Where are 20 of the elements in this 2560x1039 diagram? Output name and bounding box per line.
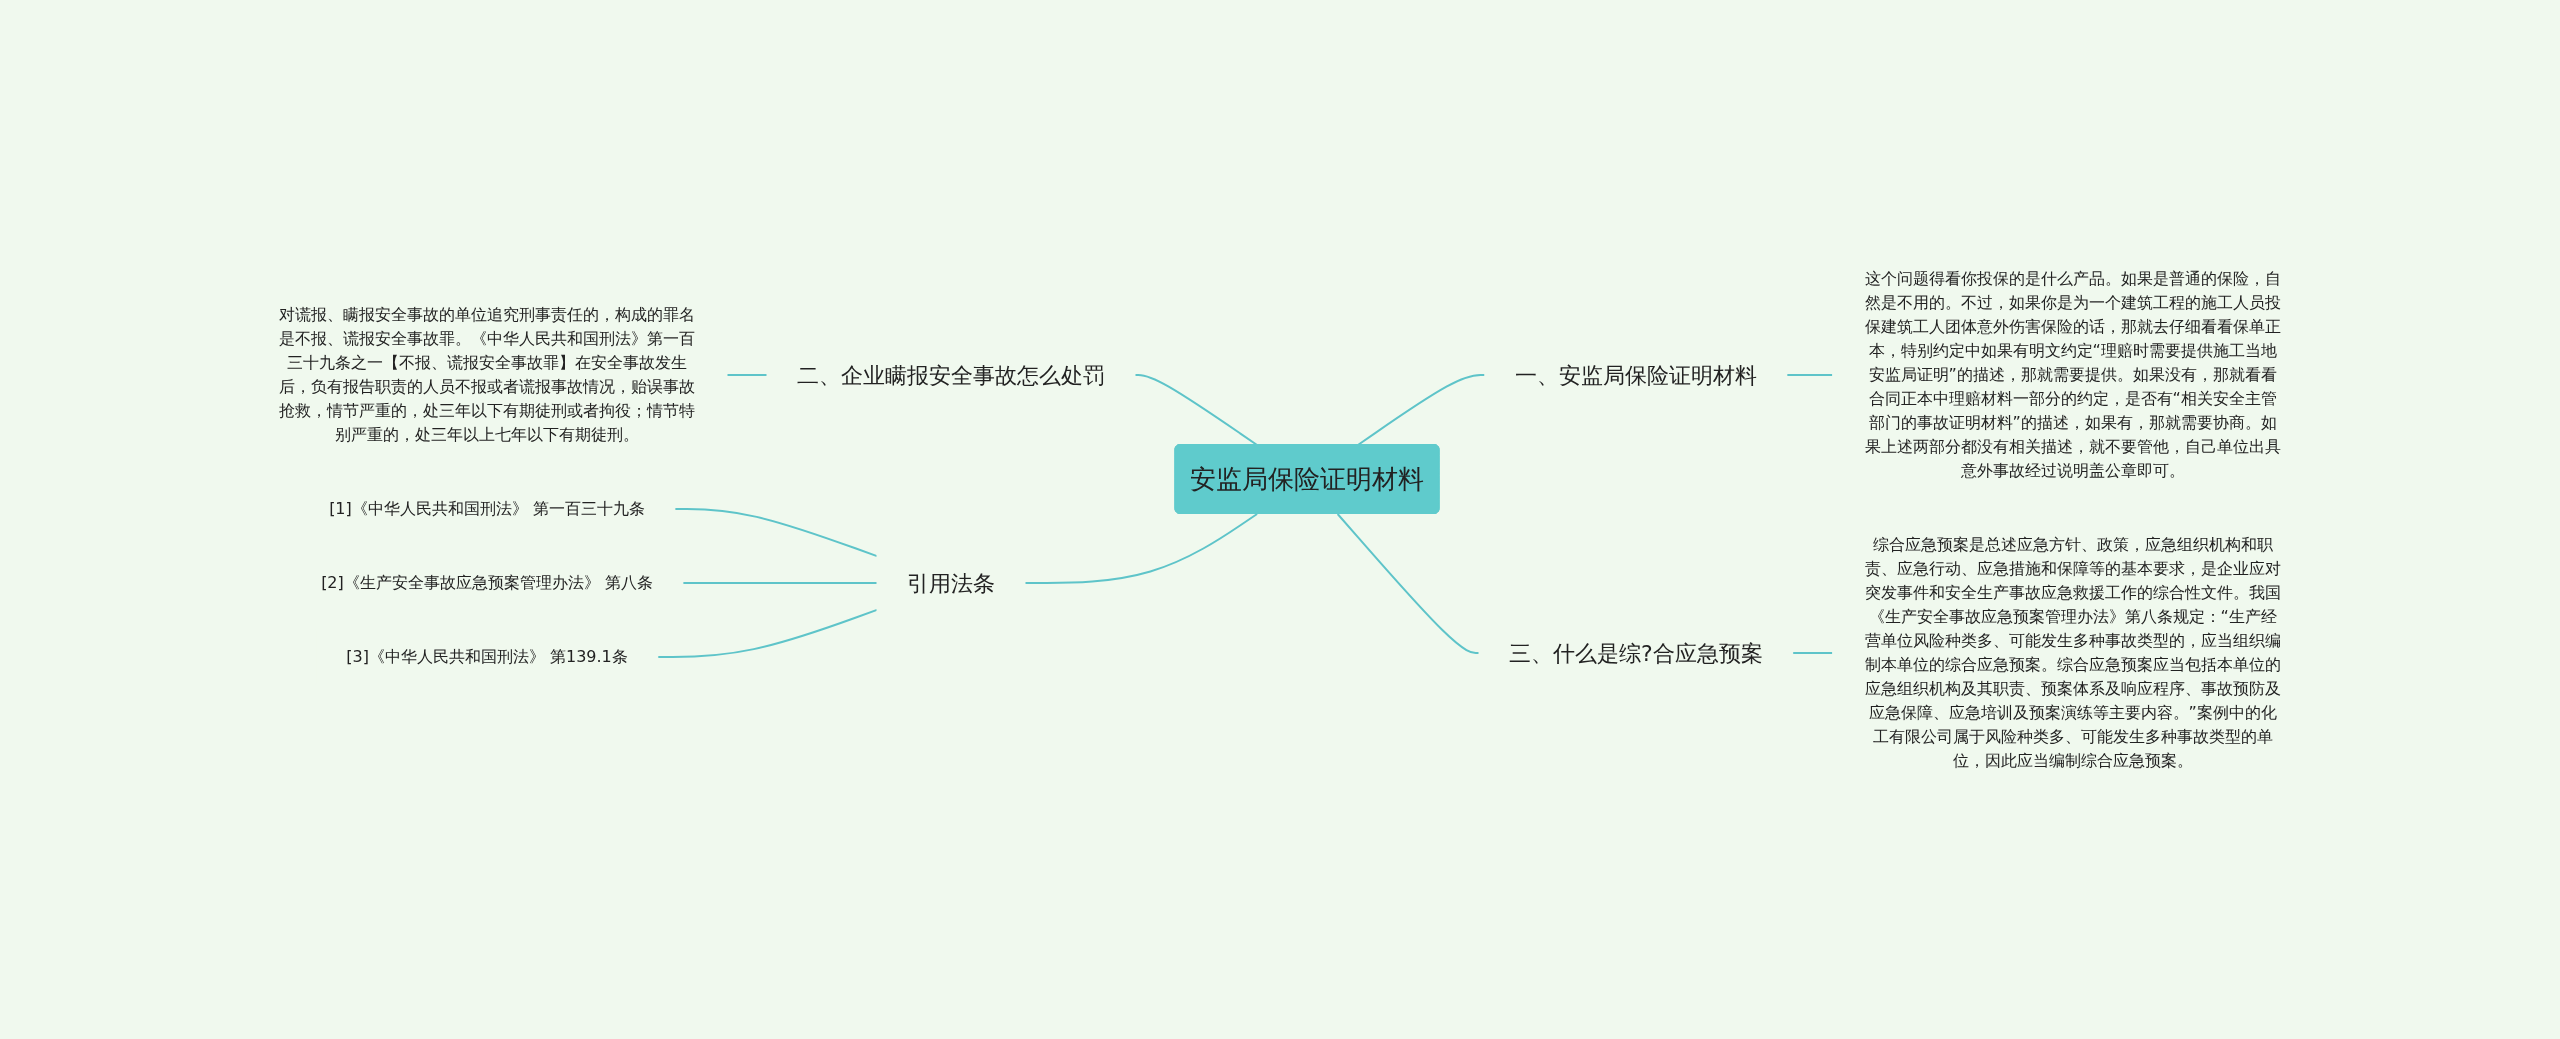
node-text: 引用法条 (907, 570, 996, 595)
connector (726, 373, 769, 376)
node-text: 一、安监局保险证明材料 (1515, 362, 1757, 387)
connector (1024, 512, 1259, 584)
connector (1336, 512, 1481, 654)
connector (1786, 373, 1834, 376)
connector (1134, 373, 1259, 446)
node-text: 二、企业瞒报安全事故怎么处罚 (797, 362, 1106, 387)
node-text: 这个问题得看你投保的是什么产品。如果是普通的保险，自然是不用的。不过，如果你是为一个建筑工程的施工人员投保建筑工人团体意外伤害保险的话，那就去仔细看看保单正本，特别约定中如果有明文约定“理赔时需要提供施工当地安监局证明”的描述，那就需要提供。如果没有，那就看看合同正本中理赔材料一部分的约定，是否有“相关安全主管部门的事故证明材料”的描述，如果有，那就需要协商。如果上述两部分都没有相关描述，就不要管他，自己单位出具意外事故经过说明盖公章即可。 (1864, 268, 2281, 480)
node-text: [2]《生产安全事故应急预案管理办法》 第八条 (321, 572, 654, 592)
connector (1791, 651, 1834, 654)
node-text: 三、什么是综?合应急预案 (1509, 640, 1763, 665)
connector (1357, 373, 1486, 446)
connector (674, 507, 879, 557)
node-text: 综合应急预案是总述应急方针、政策，应急组织机构和职责、应急行动、应急措施和保障等的基本要求，是企业应对突发事件和安全生产事故应急救援工作的综合性文件。我国《生产安全事故应急预案管理办法》第八条规定：“生产经营单位风险种类多、可能发生多种事故类型的，应当组织编制本单位的综合应急预案。综合应急预案应当包括本单位的应急组织机构及其职责、预案体系及响应程序、事故预防及应急保障、应急培训及预案演练等主要内容。”案例中的化工有限公司属于风险种类多、可能发生多种事故类型的单位，因此应当编制综合应急预案。 (1864, 534, 2281, 770)
node-text: 对谎报、瞒报安全事故的单位追究刑事责任的，构成的罪名是不报、谎报安全事故罪。《中华人民共和国刑法》第一百三十九条之一【不报、谎报安全事故罪】在安全事故发生后，负有报告职责的人员不报或者谎报事故情况，贻误事故抢救，情节严重的，处三年以下有期徒刑或者拘役；情节特别严重的，处三年以上七年以下有期徒刑。 (279, 304, 696, 444)
connector (682, 581, 879, 584)
node-text: [3]《中华人民共和国刑法》 第139.1条 (346, 646, 628, 666)
node-text: [1]《中华人民共和国刑法》 第一百三十九条 (329, 498, 646, 518)
connector (656, 608, 879, 658)
